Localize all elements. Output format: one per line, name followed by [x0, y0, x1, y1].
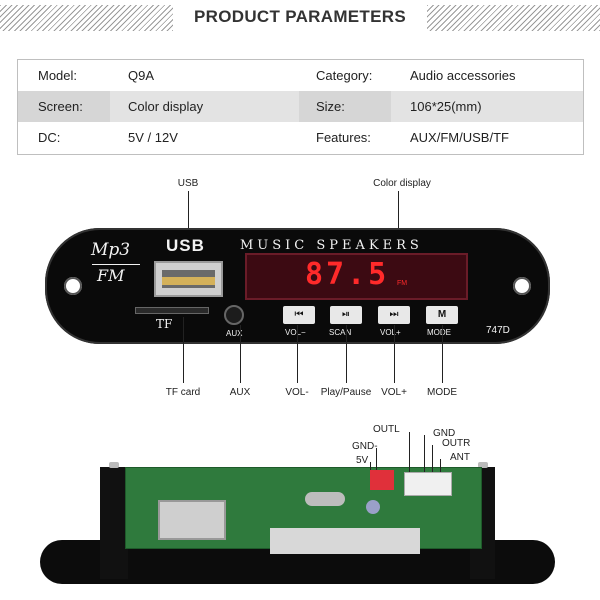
audio-connector: [404, 472, 452, 496]
display-frequency: 87.5: [305, 257, 390, 292]
callout-usb: USB: [177, 178, 199, 189]
aux-jack: [224, 305, 244, 325]
mode-icon: M: [437, 309, 447, 320]
param-value: AUX/FM/USB/TF: [410, 130, 509, 145]
callout-tf-card: TF card: [165, 387, 201, 398]
logo-fm: FM: [97, 266, 125, 285]
button-label-scan: SCAN: [329, 328, 352, 337]
next-icon: ⏭: [389, 309, 399, 320]
callout-5v: 5V: [356, 455, 369, 466]
play-pause-icon: ⏯: [342, 309, 350, 320]
table-row: Screen: Color display Size: 106*25(mm): [18, 91, 583, 122]
mount-post-right: [478, 462, 488, 468]
page-title: PRODUCT PARAMETERS: [194, 7, 406, 26]
table-row: DC: 5V / 12V Features: AUX/FM/USB/TF: [18, 122, 583, 153]
mode-button[interactable]: M: [426, 306, 458, 324]
callout-line-outr: [432, 445, 433, 472]
param-value: Color display: [128, 99, 204, 114]
logo-divider: [92, 264, 140, 265]
display-module-rear: [270, 528, 420, 554]
header-hatch-right: [427, 5, 600, 31]
callout-outr: OUTR: [442, 438, 471, 449]
callout-line-vol-minus: [297, 325, 298, 383]
callout-vol-minus: VOL-: [285, 387, 309, 398]
color-display: 87.5 FM: [245, 253, 468, 300]
button-label-mode: MODE: [427, 328, 451, 337]
panel-usb-label: USB: [166, 236, 205, 255]
logo-mp3: Mp3: [91, 240, 131, 260]
mount-post-left: [109, 462, 119, 468]
param-label-cell: [299, 91, 391, 122]
param-label: Features:: [316, 130, 371, 145]
mount-hole-right: [513, 277, 531, 295]
callout-line-play-pause: [346, 325, 347, 383]
power-connector: [370, 470, 394, 490]
callout-gnd-minus: GND-: [352, 441, 378, 452]
param-value: 106*25(mm): [410, 99, 482, 114]
param-label: Screen:: [38, 99, 83, 114]
callout-color-display: Color display: [373, 178, 431, 189]
button-label-vol-minus: VOL−: [285, 328, 306, 337]
mount-hole-left: [64, 277, 82, 295]
callout-line-tf-card: [183, 317, 184, 383]
usb-port-contacts: [162, 277, 215, 285]
callout-outl: OUTL: [373, 424, 400, 435]
param-label: Size:: [316, 99, 345, 114]
callout-line-mode: [442, 325, 443, 383]
param-value: Audio accessories: [410, 68, 516, 83]
parameter-table: Model: Q9A Category: Audio accessories S…: [17, 59, 584, 155]
vol-minus-button[interactable]: ⏮: [283, 306, 315, 324]
panel-tf-label: TF: [156, 317, 173, 331]
model-number: 747D: [486, 325, 510, 336]
usb-port-rear: [158, 500, 226, 540]
mount-bracket-left: [100, 467, 128, 579]
callout-line-aux: [240, 325, 241, 383]
callout-play-pause: Play/Pause: [320, 387, 372, 398]
param-value: 5V / 12V: [128, 130, 178, 145]
param-label-cell: [18, 91, 110, 122]
callout-line-ant: [440, 459, 441, 472]
usb-port: [154, 261, 223, 297]
callout-ant: ANT: [450, 452, 470, 463]
button-label-vol-plus: VOL+: [380, 328, 401, 337]
callout-line-outl: [409, 432, 410, 472]
prev-icon: ⏮: [294, 309, 304, 320]
display-unit: FM: [397, 280, 408, 287]
brand-text: MUSIC SPEAKERS: [240, 238, 423, 253]
param-label: Model:: [38, 68, 78, 83]
param-value: Q9A: [128, 68, 155, 83]
callout-vol-plus: VOL+: [381, 387, 407, 398]
callout-line-vol-plus: [394, 325, 395, 383]
callout-aux: AUX: [229, 387, 251, 398]
capacitor-component: [366, 500, 380, 514]
callout-gnd: GND: [433, 428, 456, 439]
callout-line-5v: [370, 462, 371, 470]
callout-mode: MODE: [427, 387, 457, 398]
panel-aux-label: AUX: [226, 329, 243, 338]
play-pause-button[interactable]: ⏯: [330, 306, 362, 324]
header-hatch-left: [0, 5, 173, 31]
crystal-component: [305, 492, 345, 506]
param-label: Category:: [316, 68, 373, 83]
table-row: Model: Q9A Category: Audio accessories: [18, 60, 583, 91]
callout-line-gnd: [424, 435, 425, 472]
tf-card-slot: [135, 307, 209, 314]
vol-plus-button[interactable]: ⏭: [378, 306, 410, 324]
param-label: DC:: [38, 130, 61, 145]
callout-line-gnd-minus: [376, 448, 377, 470]
